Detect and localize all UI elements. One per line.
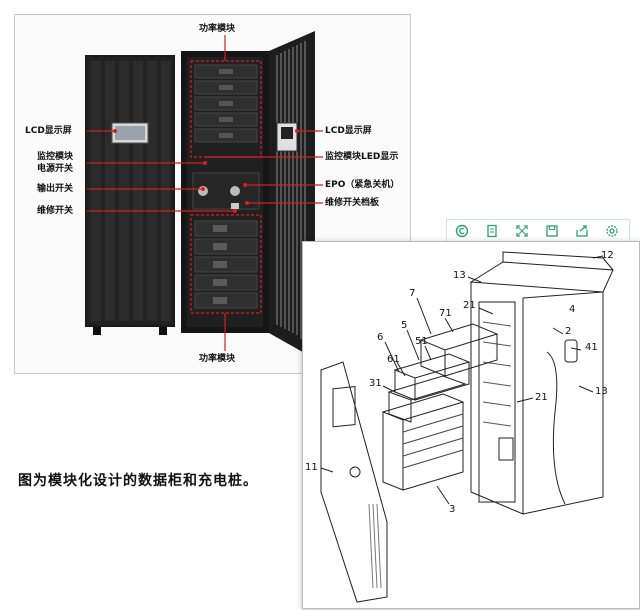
image-toolbar xyxy=(446,219,630,243)
cabinet-photo-panel: 功率模块 LCD显示屏 监控模块 电源开关 输出开关 维修开关 LCD显示屏 监… xyxy=(14,14,411,374)
monitor-power-switch-label-1: 监控模块 xyxy=(37,152,74,162)
figure-caption: 图为模块化设计的数据柜和充电桩。 xyxy=(18,473,258,489)
monitor-led-label: 监控模块LED显示 xyxy=(325,152,399,162)
part-label: 51 xyxy=(415,336,428,347)
maintenance-baffle-label: 维修开关档板 xyxy=(325,198,380,208)
part-label: 4 xyxy=(569,304,576,315)
circle-c-icon[interactable] xyxy=(447,220,477,242)
part-label: 21 xyxy=(463,300,476,311)
part-label: 3 xyxy=(449,504,456,515)
share-icon[interactable] xyxy=(567,220,597,242)
part-label: 2 xyxy=(565,326,572,337)
save-icon[interactable] xyxy=(537,220,567,242)
lcd-right-label: LCD显示屏 xyxy=(325,126,372,136)
settings-icon[interactable] xyxy=(597,220,627,242)
epo-label: EPO（紧急关机） xyxy=(325,180,400,190)
expand-icon[interactable] xyxy=(507,220,537,242)
power-module-bottom-label: 功率模块 xyxy=(199,354,236,364)
cabinet-photo xyxy=(85,31,323,359)
output-switch-label: 输出开关 xyxy=(37,184,74,194)
power-module-top-label: 功率模块 xyxy=(199,24,236,34)
charger-drawing-panel: 12 13 21 2 4 41 7 71 5 51 6 61 31 21 13 … xyxy=(302,241,640,609)
charger-exploded-drawing xyxy=(320,251,614,603)
part-label: 13 xyxy=(453,270,466,281)
part-label: 41 xyxy=(585,342,598,353)
part-label: 31 xyxy=(369,378,382,389)
part-label: 12 xyxy=(601,250,614,261)
monitor-power-switch-label-2: 电源开关 xyxy=(37,164,74,174)
part-label: 61 xyxy=(387,354,400,365)
part-label: 5 xyxy=(401,320,408,331)
part-label: 6 xyxy=(377,332,384,343)
lcd-left-label: LCD显示屏 xyxy=(25,126,72,136)
part-label: 7 xyxy=(409,288,416,299)
part-label: 13 xyxy=(595,386,608,397)
page-icon[interactable] xyxy=(477,220,507,242)
maintenance-switch-label: 维修开关 xyxy=(37,206,74,216)
part-label: 21 xyxy=(535,392,548,403)
part-label: 71 xyxy=(439,308,452,319)
part-label: 11 xyxy=(305,462,318,473)
